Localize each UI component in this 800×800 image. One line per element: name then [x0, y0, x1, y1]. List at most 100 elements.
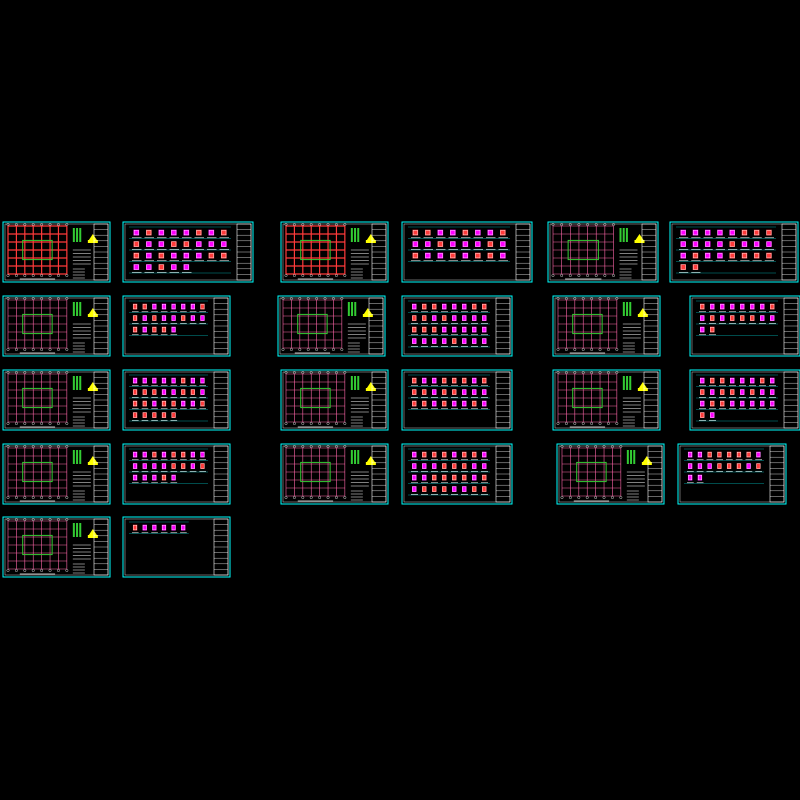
axis-bubble — [581, 422, 585, 425]
axis-bubble — [6, 371, 10, 374]
axis-bubble — [6, 297, 10, 300]
column-section — [181, 377, 186, 384]
rebar-outline — [705, 253, 711, 259]
column-section — [710, 412, 715, 418]
rebar-outline — [152, 452, 157, 458]
plan-sheet[interactable] — [280, 369, 389, 431]
column-section — [452, 463, 457, 469]
detail-sheet[interactable] — [401, 369, 513, 431]
column-section — [729, 241, 735, 247]
detail-sheet[interactable] — [401, 221, 533, 283]
column-section — [442, 303, 447, 310]
axis-bubble — [65, 274, 69, 277]
plan-sheet[interactable] — [552, 369, 661, 431]
column-section — [741, 252, 748, 259]
rebar-outline — [693, 264, 698, 270]
rebar-outline — [190, 401, 195, 407]
detail-sheet[interactable] — [669, 221, 799, 283]
column-section — [697, 463, 703, 469]
rebar-outline — [432, 475, 437, 481]
plan-sheet[interactable] — [2, 516, 111, 578]
north-arrow-base — [87, 535, 98, 538]
rebar-outline — [472, 327, 477, 333]
plan-sheet[interactable] — [2, 443, 111, 505]
plan-sheet[interactable] — [280, 221, 389, 283]
detail-sheet[interactable] — [689, 369, 800, 431]
axis-bubble — [15, 445, 18, 448]
plan-sheet[interactable] — [2, 295, 111, 357]
column-section — [707, 463, 712, 469]
column-section — [717, 252, 723, 259]
detail-sheet[interactable] — [677, 443, 787, 505]
axis-bubble — [309, 274, 313, 277]
column-section — [161, 326, 167, 333]
rebar-outline — [697, 475, 702, 481]
detail-sheet[interactable] — [122, 221, 254, 283]
rebar-outline — [742, 230, 747, 236]
detail-sheet[interactable] — [122, 516, 231, 578]
axis-bubble — [573, 422, 577, 425]
plan-sheet[interactable] — [552, 295, 661, 357]
column-section — [412, 252, 419, 259]
column-section — [190, 315, 196, 321]
rebar-outline — [754, 230, 760, 236]
rebar-outline — [680, 241, 686, 247]
rebar-outline — [462, 315, 467, 321]
plan-sheet[interactable] — [280, 443, 389, 505]
column-section — [472, 451, 477, 458]
column-section — [132, 303, 138, 310]
column-section — [171, 451, 176, 458]
rebar-outline — [729, 230, 735, 236]
rebar-outline — [432, 463, 437, 469]
sheet-frame — [401, 369, 513, 431]
legend-bar — [76, 450, 79, 464]
column-section — [132, 377, 138, 384]
detail-sheet[interactable] — [122, 295, 231, 357]
rebar-outline — [442, 389, 447, 395]
plan-sheet[interactable] — [277, 295, 386, 357]
rebar-outline — [750, 378, 755, 384]
legend-bar — [622, 302, 625, 316]
axis-bubble — [309, 223, 313, 226]
column-section — [142, 377, 147, 384]
plan-sheet[interactable] — [547, 221, 659, 283]
rebar-outline — [717, 463, 722, 469]
rebar-outline — [766, 230, 772, 236]
plan-sheet[interactable] — [556, 443, 665, 505]
detail-sheet[interactable] — [401, 443, 513, 505]
detail-sheet[interactable] — [401, 295, 513, 357]
rebar-outline — [482, 452, 487, 458]
axis-bubble — [306, 348, 310, 351]
column-section — [412, 486, 417, 492]
detail-sheet[interactable] — [689, 295, 800, 357]
column-section — [181, 389, 186, 395]
detail-sheet[interactable] — [122, 369, 231, 431]
column-section — [152, 315, 157, 321]
column-section — [740, 389, 745, 395]
rebar-outline — [452, 486, 457, 492]
axis-bubble — [565, 422, 568, 425]
axis-bubble — [293, 223, 296, 226]
column-section — [412, 463, 417, 469]
rebar-outline — [462, 338, 467, 344]
rebar-outline — [142, 452, 147, 458]
column-section — [161, 524, 167, 531]
column-section — [487, 252, 494, 259]
sheet-frame — [547, 221, 659, 283]
plan-sheet[interactable] — [2, 369, 111, 431]
column-section — [171, 389, 176, 395]
legend-bar — [350, 376, 353, 390]
column-section — [132, 474, 138, 481]
rebar-outline — [181, 463, 186, 469]
plan-sheet[interactable] — [2, 221, 111, 283]
rebar-outline — [146, 253, 152, 259]
rebar-outline — [432, 338, 437, 344]
column-section — [152, 400, 157, 407]
column-section — [142, 326, 147, 333]
column-section — [462, 326, 467, 333]
detail-sheet[interactable] — [122, 443, 231, 505]
rebar-outline — [162, 378, 166, 384]
rebar-outline — [412, 230, 418, 236]
axis-bubble — [31, 223, 35, 226]
